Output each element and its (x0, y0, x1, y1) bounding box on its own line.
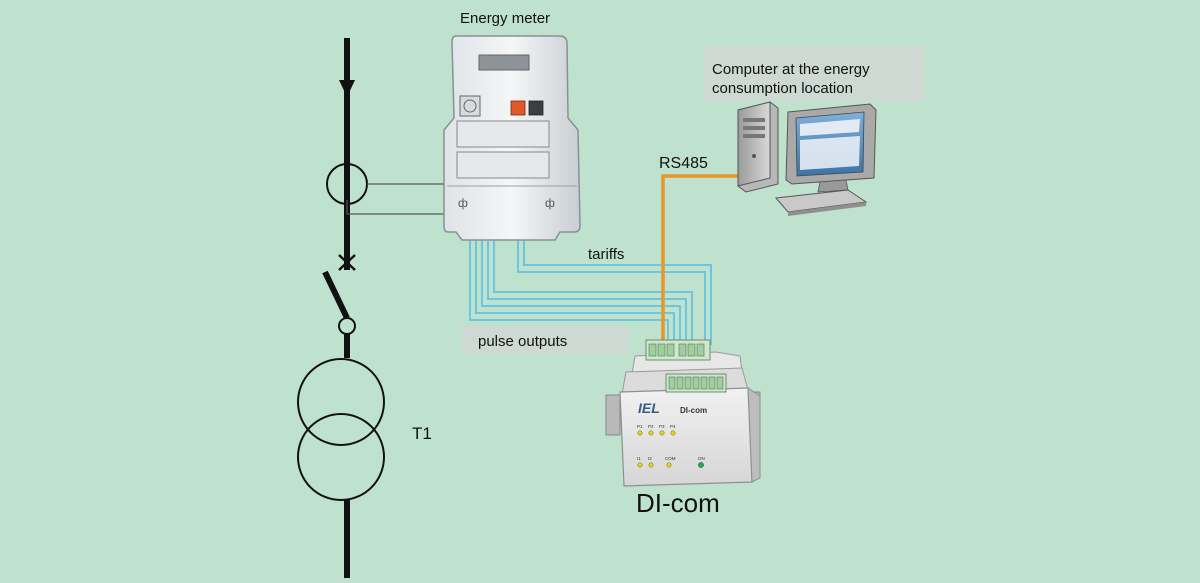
led-row-bottom: I1 I2 COM ON (637, 456, 705, 468)
transformer-winding-secondary (297, 413, 385, 501)
tariffs-label: tariffs (588, 246, 624, 263)
dicom-device: IEL DI-com P1 P2 P3 P4 I1 I2 COM ON (605, 351, 761, 487)
computer (737, 101, 877, 216)
led-indicator (648, 462, 654, 468)
rs485-label: RS485 (659, 155, 708, 172)
led-indicator (648, 430, 654, 436)
pc-tower (737, 101, 771, 187)
led-label: P2 (648, 424, 654, 429)
disconnector-pivot (338, 317, 356, 335)
meter-black-button (528, 100, 544, 116)
pulse-outputs-label: pulse outputs (478, 333, 567, 350)
led-label: I1 (637, 456, 641, 461)
led-label: P4 (670, 424, 676, 429)
led-indicator (659, 430, 665, 436)
disconnector-blade (322, 270, 350, 320)
led-indicator (666, 462, 672, 468)
led-label: P1 (637, 424, 643, 429)
single-line-schematic (297, 38, 385, 578)
device-model: DI-com (680, 406, 707, 415)
led-label: I2 (648, 456, 652, 461)
computer-label-box (704, 46, 925, 101)
terminal-block-upper (645, 339, 711, 361)
led-label: P3 (659, 424, 665, 429)
led-label: COM (665, 456, 676, 461)
led-indicator (637, 462, 643, 468)
meter-nameplate-lower (456, 151, 550, 179)
meter-display (478, 54, 530, 71)
meter-nameplate-upper (456, 120, 550, 148)
computer-label-line1: Computer at the energy (712, 61, 870, 78)
energy-meter: ф ф (443, 35, 581, 241)
signal-wires (469, 240, 713, 380)
transformer-winding-primary (297, 358, 385, 446)
seal-icon: ф (545, 196, 555, 210)
terminal-block-lower (665, 373, 727, 393)
computer-label-line2: consumption location (712, 80, 853, 97)
led-label: ON (698, 456, 705, 461)
led-indicator (637, 430, 643, 436)
device-brand: IEL (638, 400, 660, 416)
seal-icon: ф (458, 196, 468, 210)
led-row-top: P1 P2 P3 P4 (637, 424, 676, 436)
meter-red-button (510, 100, 526, 116)
energy-meter-label: Energy meter (460, 10, 550, 27)
pulse-outputs-label-box (462, 326, 629, 354)
rs485-cable (661, 174, 738, 345)
meter-optical-port (459, 95, 481, 117)
ct-connections (346, 183, 452, 215)
led-on-indicator (698, 462, 704, 468)
flow-arrow-icon (339, 80, 355, 97)
dicom-caption: DI-com (636, 488, 720, 518)
transformer-label: T1 (412, 424, 432, 443)
led-indicator (670, 430, 676, 436)
